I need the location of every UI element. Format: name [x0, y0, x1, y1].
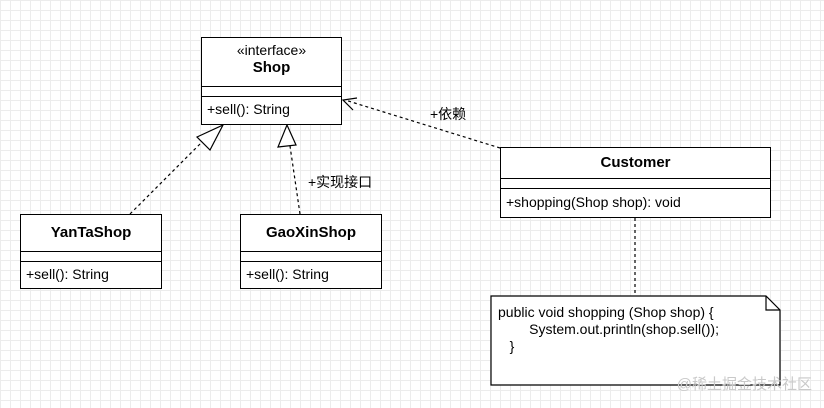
- gaoxinshop-class: GaoXinShop +sell(): String: [240, 214, 382, 289]
- note-code: public void shopping (Shop shop) { Syste…: [498, 304, 719, 354]
- customer-attributes: [501, 178, 770, 188]
- yantashop-realization-line: [129, 141, 203, 215]
- gaoxinshop-attributes: [241, 251, 381, 261]
- customer-method: +shopping(Shop shop): void: [501, 188, 770, 210]
- yantashop-realization-arrowhead: [195, 123, 225, 152]
- shop-header: «interface» Shop: [202, 38, 341, 86]
- shop-name: Shop: [252, 59, 291, 76]
- note-fold-corner: [765, 296, 780, 311]
- shop-attributes: [202, 86, 341, 96]
- implement-label: +实现接口: [308, 174, 373, 190]
- yantashop-method: +sell(): String: [21, 261, 161, 282]
- dependency-label: +依赖: [430, 106, 467, 122]
- yantashop-name: YanTaShop: [50, 224, 132, 241]
- customer-dependency-arrowhead: [341, 97, 358, 111]
- yantashop-class: YanTaShop +sell(): String: [20, 214, 162, 289]
- note-shape: [490, 295, 781, 386]
- shop-interface-class: «interface» Shop +sell(): String: [201, 37, 342, 125]
- shop-stereotype: «interface»: [236, 42, 307, 58]
- customer-class: Customer +shopping(Shop shop): void: [500, 147, 771, 218]
- customer-dependency-line: [344, 99, 501, 149]
- gaoxinshop-realization-arrowhead: [277, 123, 297, 148]
- gaoxinshop-name: GaoXinShop: [266, 224, 356, 241]
- gaoxinshop-realization-line: [289, 145, 301, 215]
- yantashop-attributes: [21, 251, 161, 261]
- gaoxinshop-method: +sell(): String: [241, 261, 381, 282]
- shop-method: +sell(): String: [202, 96, 341, 117]
- customer-name: Customer: [600, 154, 671, 171]
- watermark-text: @稀土掘金技术社区: [676, 376, 812, 393]
